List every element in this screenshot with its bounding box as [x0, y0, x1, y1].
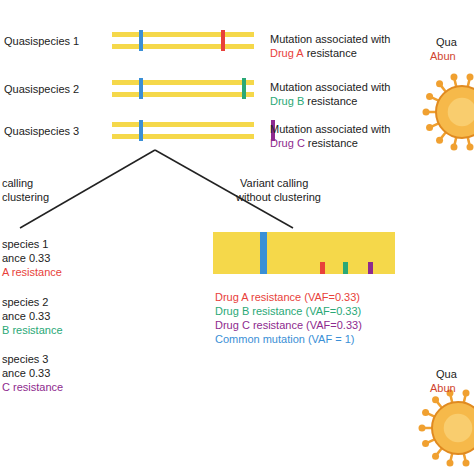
- label-text: Abun: [430, 50, 456, 63]
- label-text: Mutation associated with: [270, 33, 390, 46]
- read-bar: [112, 92, 254, 97]
- label-text: Quasispecies 3: [4, 125, 79, 138]
- read-bar: [213, 232, 395, 274]
- read-bar: [112, 32, 254, 37]
- virus-spike-tip: [463, 460, 470, 467]
- branch-line: [20, 150, 155, 228]
- label-text: Mutation associated with: [270, 123, 390, 136]
- label-text: Drug B resistance (VAF=0.33): [215, 305, 361, 318]
- virus-spike-tip: [423, 109, 430, 116]
- label-text: Variant calling: [240, 177, 308, 190]
- label-text: without clustering: [236, 191, 321, 204]
- label-text: Drug C resistance (VAF=0.33): [215, 319, 362, 332]
- label-text: resistance: [308, 137, 358, 150]
- mutation-mark: [343, 262, 348, 274]
- virus-spike-tip: [432, 396, 439, 403]
- read-bar: [112, 122, 254, 127]
- virus-spike-tip: [422, 409, 429, 416]
- virus-core: [448, 98, 474, 127]
- consensus-read: [213, 232, 395, 274]
- label-text: B resistance: [2, 324, 63, 337]
- virus-spike-tip: [450, 144, 457, 151]
- virus-spike-tip: [419, 425, 426, 432]
- label-text: ance 0.33: [2, 367, 50, 380]
- label-text: Common mutation (VAF = 1): [215, 333, 354, 346]
- label-text: ance 0.33: [2, 310, 50, 323]
- label-text: calling: [2, 177, 33, 190]
- virus-core: [444, 414, 473, 443]
- label-text: clustering: [2, 191, 49, 204]
- read-bar: [112, 80, 254, 85]
- mutation-mark: [320, 262, 325, 274]
- label-text: Abun: [430, 382, 456, 395]
- virus-spike-tip: [426, 124, 433, 131]
- virus-spike-tip: [432, 453, 439, 460]
- label-text: Qua: [436, 36, 457, 49]
- label-text: Drug B: [270, 95, 304, 108]
- mutation-mark: [139, 120, 143, 141]
- mutation-mark: [242, 78, 246, 99]
- label-text: Drug A resistance (VAF=0.33): [215, 291, 360, 304]
- virus-spike-tip: [436, 137, 443, 144]
- label-text: Qua: [436, 368, 457, 381]
- label-text: Quasispecies 2: [4, 83, 79, 96]
- mutation-mark: [139, 78, 143, 99]
- read-bar: [112, 134, 254, 139]
- virus-spike-tip: [422, 440, 429, 447]
- virus-body: [432, 402, 474, 454]
- mutation-mark: [368, 262, 373, 274]
- virus-spike-tip: [467, 144, 474, 151]
- read-bar: [112, 44, 254, 49]
- label-text: Mutation associated with: [270, 81, 390, 94]
- label-text: Drug A: [270, 47, 304, 60]
- virus-spike-tip: [446, 460, 453, 467]
- virus-spike-tip: [436, 80, 443, 87]
- sequence-reads: [112, 30, 275, 141]
- mutation-mark: [139, 30, 143, 51]
- mutation-mark: [221, 30, 225, 51]
- virus-spike-tip: [450, 73, 457, 80]
- mutation-mark: [260, 232, 267, 274]
- label-text: C resistance: [2, 381, 63, 394]
- label-text: species 2: [2, 296, 48, 309]
- virus-spike-tip: [463, 389, 470, 396]
- virus-spike-tip: [467, 73, 474, 80]
- label-text: ance 0.33: [2, 252, 50, 265]
- virus-icon: [419, 389, 474, 466]
- label-text: species 1: [2, 238, 48, 251]
- virus-icon: [423, 73, 474, 150]
- label-text: resistance: [307, 95, 357, 108]
- virus-spike-tip: [426, 93, 433, 100]
- label-text: species 3: [2, 353, 48, 366]
- virus-body: [436, 86, 474, 138]
- label-text: A resistance: [2, 266, 62, 279]
- label-text: resistance: [307, 47, 357, 60]
- label-text: Quasispecies 1: [4, 35, 79, 48]
- label-text: Drug C: [270, 137, 305, 150]
